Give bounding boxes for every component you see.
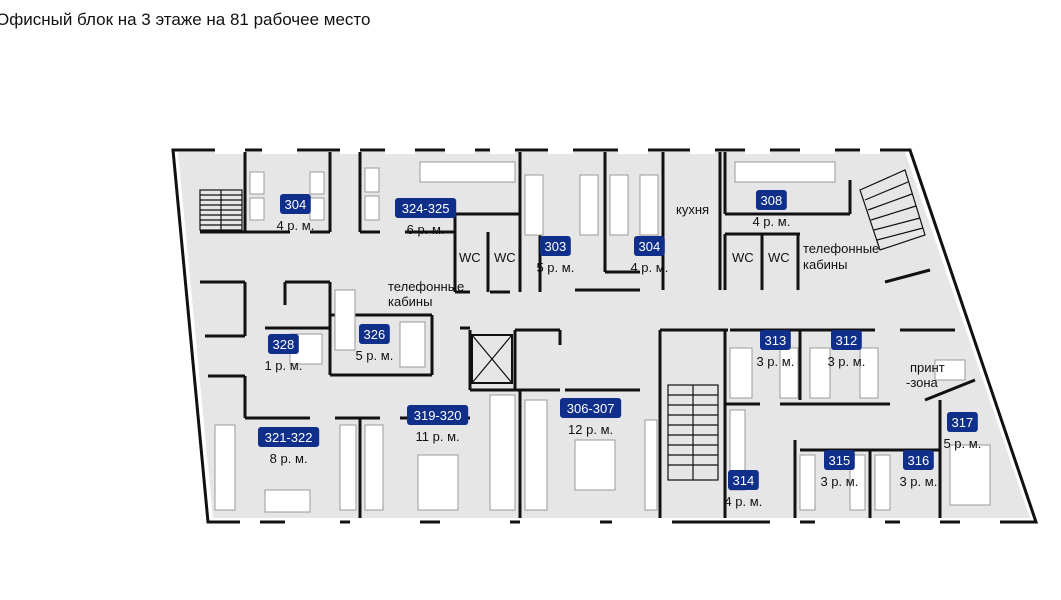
room-badges: 304 4 р. м. 324-325 6 р. м. 303 5 р. м. 304 4 р… bbox=[258, 190, 981, 509]
room-308: 308 4 р. м. bbox=[752, 190, 790, 229]
room-number-badge bbox=[634, 236, 665, 256]
room-number-badge bbox=[831, 330, 862, 350]
phone-booths-label: кабины bbox=[388, 294, 432, 309]
floor-area bbox=[178, 152, 1030, 518]
page-title: Офисный блок на 3 этаже на 81 рабочее ме… bbox=[0, 10, 371, 29]
room-number-badge bbox=[540, 236, 571, 256]
outer-wall bbox=[171, 148, 1039, 524]
room-number-badge bbox=[280, 194, 311, 214]
room-seats: 3 р. м. bbox=[820, 474, 858, 489]
room-seats: 5 р. м. bbox=[355, 348, 393, 363]
room-seats: 5 р. м. bbox=[536, 260, 574, 275]
room-number: 315 bbox=[829, 453, 851, 468]
room-seats: 4 р. м. bbox=[724, 494, 762, 509]
room-number: 303 bbox=[545, 239, 567, 254]
room-number-badge bbox=[268, 334, 299, 354]
desks bbox=[214, 161, 991, 513]
room-number-badge bbox=[824, 450, 855, 470]
room-number: 319-320 bbox=[414, 408, 462, 423]
elevator bbox=[471, 334, 513, 384]
room-number-badge bbox=[728, 470, 759, 490]
room-seats: 12 р. м. bbox=[568, 422, 613, 437]
wc-label: WC bbox=[459, 250, 481, 265]
room-seats: 4 р. м. bbox=[276, 218, 314, 233]
room-seats: 6 р. м. bbox=[407, 222, 445, 237]
phone-booths-label: телефонные bbox=[388, 279, 464, 294]
wc-label: WC bbox=[732, 250, 754, 265]
room-328: 328 1 р. м. bbox=[264, 334, 302, 373]
phone-booths-label: кабины bbox=[803, 257, 847, 272]
room-304: 304 4 р. м. bbox=[630, 236, 668, 275]
room-number-badge bbox=[258, 427, 320, 447]
room-313: 313 3 р. м. bbox=[756, 330, 794, 369]
room-number: 313 bbox=[765, 333, 787, 348]
kitchen-label: кухня bbox=[676, 202, 709, 217]
room-number-badge bbox=[947, 412, 978, 432]
room-number-badge bbox=[560, 398, 622, 418]
room-seats: 5 р. м. bbox=[943, 436, 981, 451]
room-317: 317 5 р. м. bbox=[943, 412, 981, 451]
room-number: 306-307 bbox=[567, 401, 615, 416]
room-number: 304 bbox=[285, 197, 307, 212]
room-number: 316 bbox=[908, 453, 930, 468]
room-number: 326 bbox=[364, 327, 386, 342]
room-321-322: 321-322 8 р. м. bbox=[258, 427, 320, 466]
phone-booths-label: телефонные bbox=[803, 241, 879, 256]
room-seats: 3 р. м. bbox=[899, 474, 937, 489]
room-number: 321-322 bbox=[265, 430, 313, 445]
room-number: 324-325 bbox=[402, 201, 450, 216]
room-306-307: 306-307 12 р. м. bbox=[560, 398, 622, 437]
room-number-badge bbox=[359, 324, 390, 344]
room-number: 317 bbox=[952, 415, 974, 430]
interior-walls bbox=[200, 152, 976, 518]
room-316: 316 3 р. м. bbox=[899, 450, 937, 489]
room-315: 315 3 р. м. bbox=[820, 450, 858, 489]
room-319-320: 319-320 11 р. м. bbox=[407, 405, 469, 444]
room-303: 303 5 р. м. bbox=[536, 236, 574, 275]
windows bbox=[215, 147, 1000, 526]
wc-label: WC bbox=[768, 250, 790, 265]
room-326: 326 5 р. м. bbox=[355, 324, 393, 363]
room-314: 314 4 р. м. bbox=[724, 470, 762, 509]
room-number-badge bbox=[760, 330, 791, 350]
room-number: 312 bbox=[836, 333, 858, 348]
room-seats: 4 р. м. bbox=[630, 260, 668, 275]
print-zone-label: принт bbox=[910, 360, 945, 375]
room-seats: 1 р. м. bbox=[264, 358, 302, 373]
room-number-badge bbox=[756, 190, 787, 210]
room-304: 304 4 р. м. bbox=[276, 194, 314, 233]
print-zone-label: -зона bbox=[906, 375, 939, 390]
room-324-325: 324-325 6 р. м. bbox=[395, 198, 457, 237]
room-number: 308 bbox=[761, 193, 783, 208]
room-number-badge bbox=[395, 198, 457, 218]
stairs-center bbox=[667, 384, 719, 481]
room-number: 328 bbox=[273, 337, 295, 352]
room-seats: 3 р. м. bbox=[756, 354, 794, 369]
room-number: 314 bbox=[733, 473, 755, 488]
room-seats: 4 р. м. bbox=[752, 214, 790, 229]
room-312: 312 3 р. м. bbox=[827, 330, 865, 369]
wc-label: WC bbox=[494, 250, 516, 265]
room-number-badge bbox=[407, 405, 469, 425]
room-seats: 3 р. м. bbox=[827, 354, 865, 369]
stairs-left bbox=[199, 189, 243, 231]
stairs-right bbox=[859, 169, 926, 251]
room-number: 304 bbox=[639, 239, 661, 254]
room-seats: 11 р. м. bbox=[416, 429, 460, 444]
room-number-badge bbox=[903, 450, 934, 470]
room-seats: 8 р. м. bbox=[270, 451, 308, 466]
plan-labels: кухня WC WC WC WC телефонные кабины теле… bbox=[388, 202, 945, 390]
